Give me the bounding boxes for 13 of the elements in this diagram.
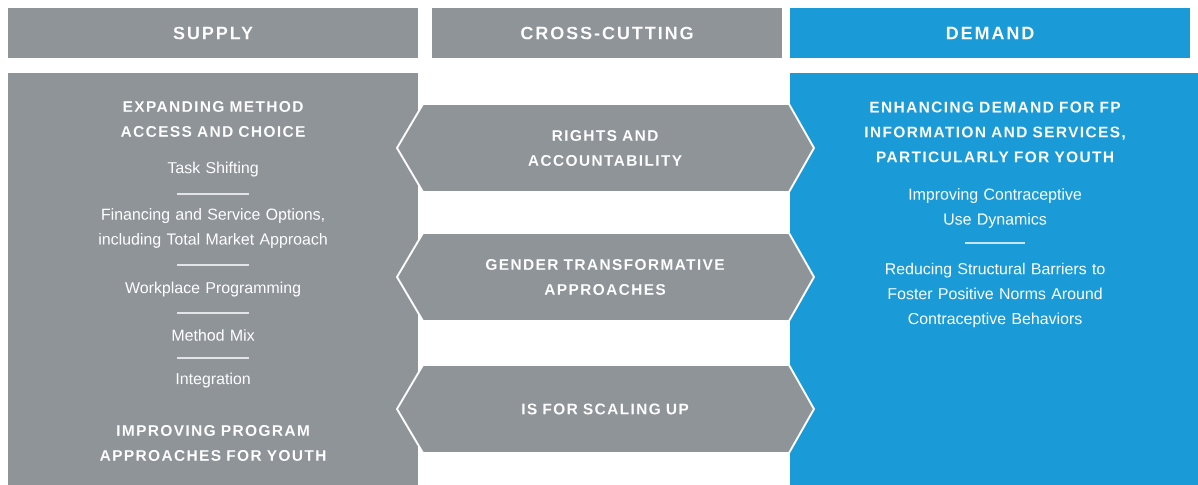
list-item: Task Shifting: [167, 161, 258, 177]
panel-heading: IMPROVING PROGRAM APPROACHES FOR YOUTH: [100, 425, 326, 461]
column-header: SUPPLY: [8, 8, 418, 58]
list-item: Method Mix: [172, 329, 255, 341]
column-header: CROSS-CUTTING: [432, 8, 782, 58]
panel-heading: EXPANDING METHOD ACCESS AND CHOICE: [121, 101, 305, 137]
list-item: Reducing Structural Barriers to Foster Positive Norms Around Contraceptive Behaviors: [886, 262, 1105, 328]
column-header: DEMAND: [790, 8, 1190, 58]
list-item: Integration: [176, 372, 250, 388]
panel-heading: ENHANCING DEMAND FOR FP INFORMATION AND SERVICES, PARTICULARLY FOR YOUTH: [865, 101, 1125, 163]
list-item: Improving Contraceptive Use Dynamics: [909, 188, 1082, 228]
list-item: Financing and Service Options, including Total Market Approach: [99, 208, 327, 248]
list-item: Workplace Programming: [125, 281, 300, 297]
